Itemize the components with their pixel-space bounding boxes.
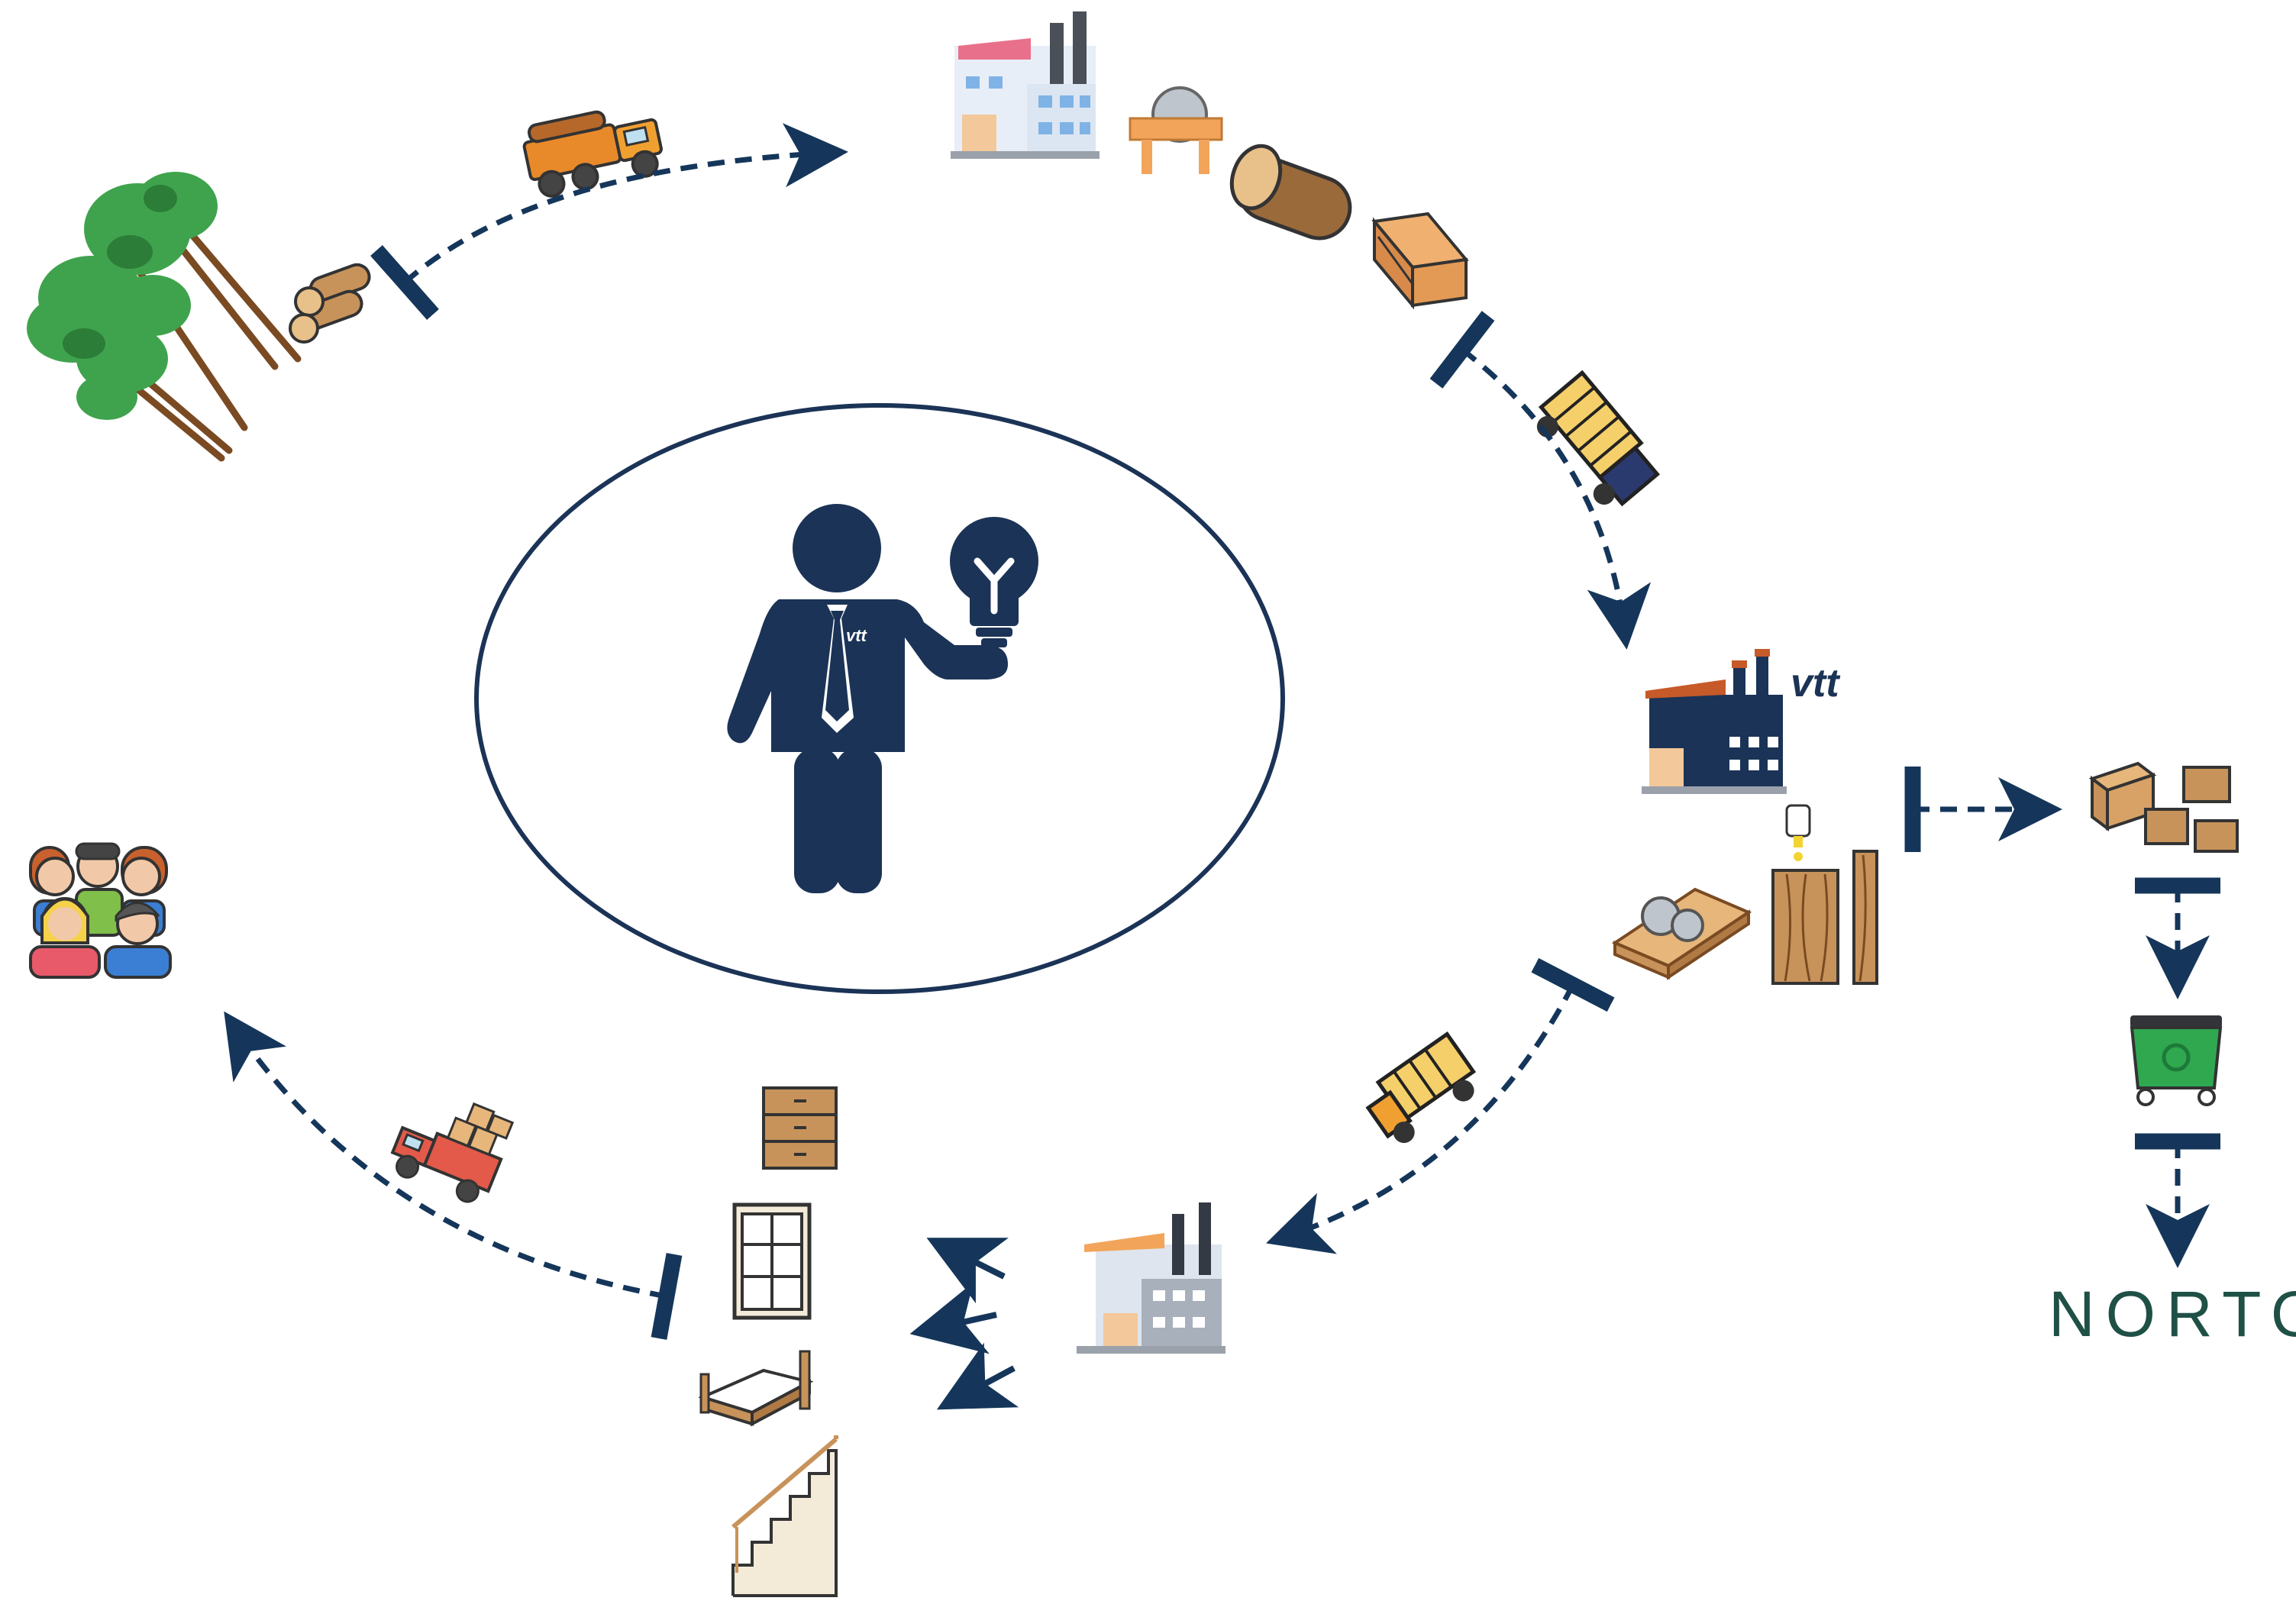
drawer-cabinet-icon [762, 1086, 838, 1170]
lumber-truck-icon [1365, 1031, 1477, 1144]
bed-icon [698, 1350, 814, 1427]
wood-blocks-icon [2088, 761, 2239, 853]
arrow-vtt-to-manufacturer [1266, 957, 1615, 1254]
staircase-icon [731, 1435, 838, 1597]
vtt-tie-logo: vtt [846, 626, 868, 645]
delivery-truck-icon [390, 1102, 515, 1203]
lumber-truck-icon [1536, 370, 1660, 507]
window-icon [732, 1202, 812, 1320]
people-group-icon [29, 842, 172, 979]
circular-saw-table-icon [1129, 86, 1223, 174]
arrow-forest-to-sawmill [370, 123, 848, 320]
saw-board-icon [1611, 887, 1752, 980]
businessman-with-lightbulb-icon: vtt [727, 504, 1038, 893]
felled-trees-icon [27, 172, 302, 462]
arrow-products-to-consumers [224, 1011, 683, 1340]
vtt-factory-icon: vtt [1642, 649, 1841, 794]
recycling-bin-icon [2130, 1015, 2223, 1106]
lumber-stack-icon [1371, 211, 1469, 310]
arrow-sawmill-to-vtt [1429, 311, 1652, 650]
manufacturer-output-arrows [909, 1238, 1019, 1410]
log-pile-icon [289, 263, 371, 344]
log-truck-icon [522, 110, 663, 198]
flow-arrows [224, 123, 2220, 1340]
arrow-to-staircase [936, 1342, 1019, 1410]
arrow-to-window [926, 1238, 1009, 1304]
arrow-to-bed [909, 1282, 997, 1354]
norto-logo: NORTO [2049, 1278, 2296, 1350]
center-ellipse [474, 403, 1285, 994]
sawmill-factory-icon [951, 11, 1100, 159]
glue-dispenser-icon [1785, 804, 1811, 861]
vtt-logo: vtt [1791, 661, 1841, 705]
log-icon [1229, 144, 1352, 240]
manufacturing-factory-icon [1077, 1202, 1226, 1354]
wood-panel-icon [1771, 850, 1878, 985]
